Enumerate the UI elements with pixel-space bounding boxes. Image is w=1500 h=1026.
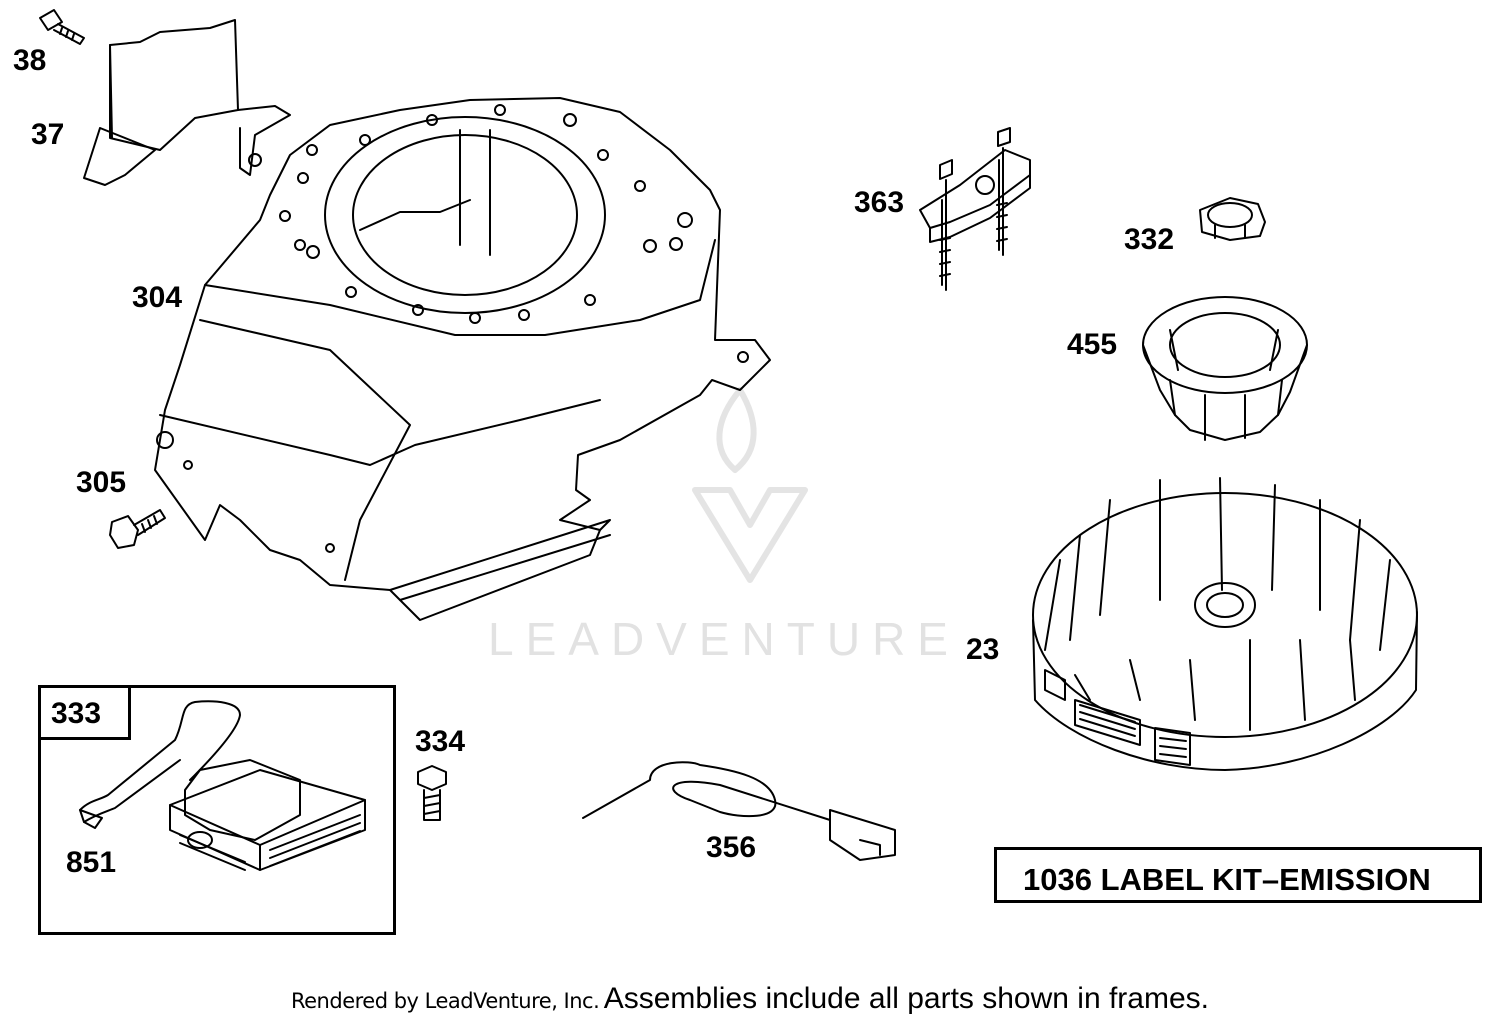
shield-37 xyxy=(83,19,291,186)
bolt-334 xyxy=(417,765,447,821)
callout-334: 334 xyxy=(415,725,466,758)
callout-38: 38 xyxy=(13,44,47,77)
watermark-text: LEADVENTURE xyxy=(488,613,960,665)
label-kit-box: 1036 LABEL KIT–EMISSION xyxy=(994,847,1482,903)
assembly-frame-333: 333 xyxy=(38,685,396,935)
callout-305: 305 xyxy=(76,466,127,499)
bolt-38 xyxy=(39,9,85,45)
callout-851: 851 xyxy=(66,846,117,879)
footer: Rendered by LeadVenture, Inc. Assemblies… xyxy=(0,982,1500,1016)
watermark-logo xyxy=(692,387,808,583)
callout-363: 363 xyxy=(854,186,905,219)
bolt-305 xyxy=(109,509,166,549)
callout-333: 333 xyxy=(51,697,102,730)
callout-332: 332 xyxy=(1124,223,1175,256)
nut-332 xyxy=(1199,197,1266,241)
footer-note: Assemblies include all parts shown in fr… xyxy=(603,982,1209,1015)
frame-tag: 333 xyxy=(41,688,131,740)
callout-455: 455 xyxy=(1067,328,1118,361)
wire-356 xyxy=(582,761,896,861)
callout-23: 23 xyxy=(966,633,1000,666)
label-kit-text: 1036 LABEL KIT–EMISSION xyxy=(1023,862,1431,897)
bracket-363 xyxy=(919,127,1031,291)
flywheel-23 xyxy=(1032,477,1418,771)
callout-356: 356 xyxy=(706,831,757,864)
cup-455 xyxy=(1142,296,1308,441)
ignition-coil-333 xyxy=(79,700,366,871)
blower-housing-304 xyxy=(154,97,771,621)
footer-credit: Rendered by LeadVenture, Inc. xyxy=(290,989,600,1013)
callout-304: 304 xyxy=(132,281,183,314)
callout-37: 37 xyxy=(31,118,65,151)
